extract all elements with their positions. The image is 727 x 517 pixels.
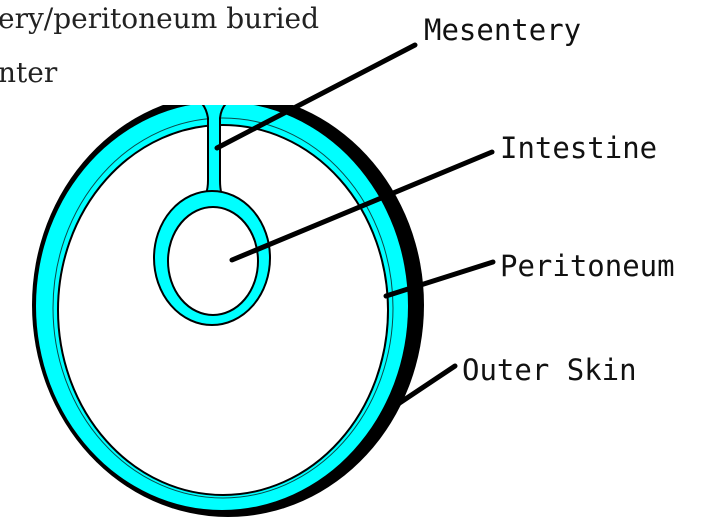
intestine-shape	[154, 191, 270, 325]
caption-line-1: ery/peritoneum buried	[0, 2, 319, 35]
label-peritoneum: Peritoneum	[500, 249, 675, 283]
caption-line-2: nter	[0, 56, 58, 89]
label-outer-skin: Outer Skin	[462, 353, 637, 387]
label-mesentery: Mesentery	[424, 13, 581, 47]
label-intestine: Intestine	[500, 131, 657, 165]
